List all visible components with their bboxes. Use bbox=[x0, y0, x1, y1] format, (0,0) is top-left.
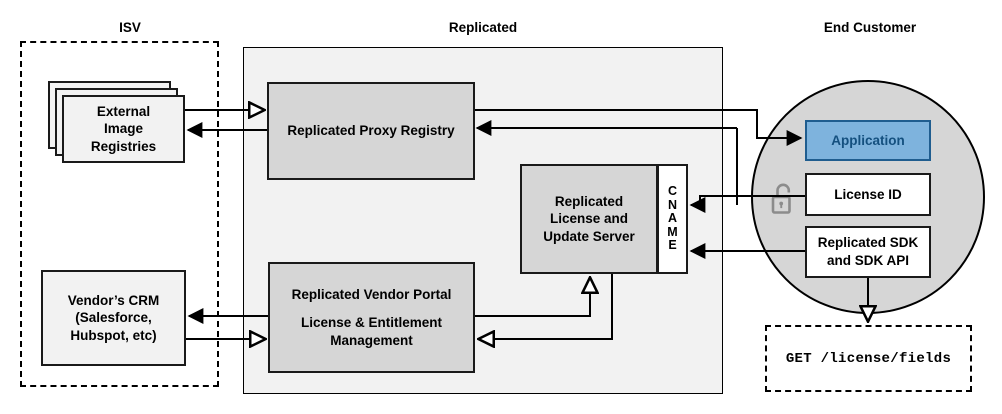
replicated-proxy-registry[interactable]: Replicated Proxy Registry bbox=[267, 82, 475, 180]
external-image-registries-line3: Registries bbox=[90, 138, 157, 154]
replicated-sdk-box[interactable]: Replicated SDK and SDK API bbox=[805, 226, 931, 278]
vendor-portal-line2: License & Entitlement bbox=[300, 315, 443, 331]
vendor-portal-line1: Replicated Vendor Portal bbox=[291, 286, 452, 302]
external-image-registries-line2: Image bbox=[103, 121, 144, 137]
zone-label-replicated: Replicated bbox=[448, 20, 518, 35]
license-server-line2: License and bbox=[549, 211, 628, 227]
external-image-registries-line1: External bbox=[96, 103, 151, 119]
application-box[interactable]: Application bbox=[805, 120, 931, 161]
vendors-crm-line2: (Salesforce, bbox=[75, 310, 152, 326]
zone-label-isv: ISV bbox=[119, 20, 141, 35]
replicated-sdk-line1: Replicated SDK bbox=[817, 235, 919, 251]
vendors-crm[interactable]: Vendor’s CRM (Salesforce, Hubspot, etc) bbox=[41, 270, 186, 366]
replicated-sdk-line2: and SDK API bbox=[826, 253, 909, 268]
license-id-label: License ID bbox=[834, 186, 902, 202]
api-call-label: GET /license/fields bbox=[785, 350, 952, 367]
cname-letter-m: M bbox=[667, 224, 678, 239]
cname-letter-n: N bbox=[667, 197, 678, 212]
application-label: Application bbox=[831, 132, 905, 148]
cname-letter-e: E bbox=[668, 238, 677, 253]
replicated-proxy-registry-label: Replicated Proxy Registry bbox=[287, 123, 455, 139]
replicated-license-and-update-server[interactable]: Replicated License and Update Server bbox=[520, 164, 658, 274]
cname-letter-c: C bbox=[667, 184, 678, 199]
cname-box[interactable]: C N A M E bbox=[657, 164, 688, 274]
vendors-crm-line3: Hubspot, etc) bbox=[70, 327, 157, 343]
vendor-portal-line3: Management bbox=[330, 332, 413, 348]
license-server-line1: Replicated bbox=[554, 193, 624, 209]
cname-letter-a: A bbox=[667, 211, 678, 226]
replicated-vendor-portal[interactable]: Replicated Vendor Portal License & Entit… bbox=[268, 262, 475, 373]
api-call-box: GET /license/fields bbox=[765, 325, 972, 392]
external-image-registries[interactable]: External Image Registries bbox=[62, 95, 185, 163]
vendors-crm-line1: Vendor’s CRM bbox=[67, 292, 160, 308]
license-id-box[interactable]: License ID bbox=[805, 173, 931, 216]
zone-label-end-customer: End Customer bbox=[823, 20, 917, 35]
license-server-line3: Update Server bbox=[543, 228, 635, 244]
unlocked-padlock-icon bbox=[768, 180, 798, 220]
isv-boundary bbox=[20, 41, 219, 387]
